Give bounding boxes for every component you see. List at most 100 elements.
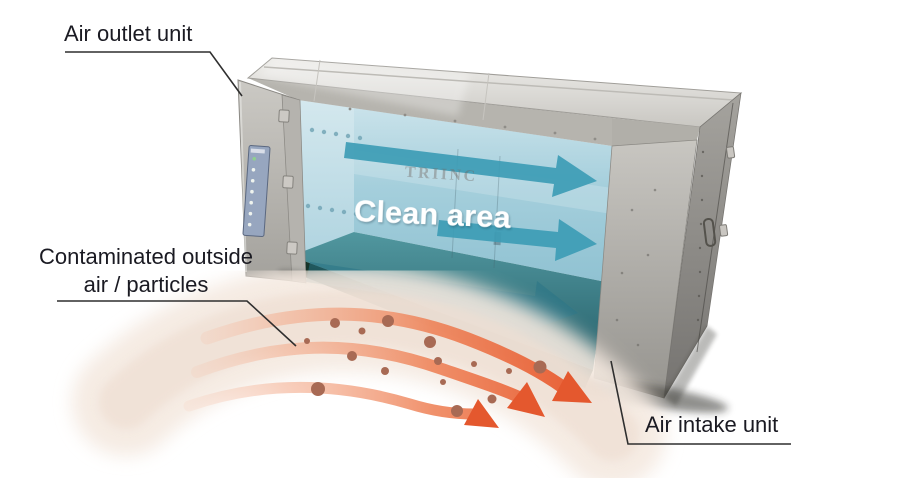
rivet-dot [696,318,700,322]
indicator-led [250,189,254,194]
rivet-dot [653,188,657,192]
particle-dot [304,338,310,344]
rivet-dot [701,150,705,154]
indicator-led [250,178,255,183]
door-rivet-column [696,150,705,322]
rivet-dot [345,133,351,139]
rivet-dot [348,107,352,111]
contaminated-label-line1: Contaminated outside [39,244,253,269]
hinge-icon [278,109,290,123]
rivet-dot [403,113,407,117]
indicator-led [251,167,256,172]
intake-top-fascia [612,118,700,146]
clean-airflow-arrow-icon [437,219,597,261]
particle-dot [487,394,497,404]
air-intake-unit [593,92,742,399]
rivet-dot [620,271,624,275]
particle-dot [506,368,512,374]
rivet-dot [698,270,702,274]
front-face-rivets [615,188,657,347]
particle-dot [358,327,366,335]
particle-dot [347,351,357,361]
air-intake-label: Air intake unit [645,412,778,437]
wall-rivet-dots [305,127,363,217]
particle-dot [311,382,325,396]
rivet-dot [636,343,640,347]
particle-dot [440,379,446,385]
interior-left-wall [291,100,354,256]
brand-watermark: TRIINC [404,164,478,185]
rivet-dot [593,137,597,141]
rivet-dot [305,203,311,209]
cabinet-roof [246,57,743,146]
rivet-dot [700,198,704,202]
hinge-icon [286,241,298,255]
contaminated-air-stream [72,263,666,478]
rivet-dot [333,131,339,137]
rivet-dot [321,129,327,135]
rivet-dot [453,119,457,123]
outlet-edge-highlight [239,81,247,273]
rivet-dot [700,174,704,178]
roof-seam [313,59,321,102]
air-outlet-unit [237,79,307,284]
roof-seam [263,66,734,101]
air-outlet-leader-line [65,51,243,97]
hinge-icon [719,224,729,237]
clean-area-label: Clean area [353,193,512,235]
control-panel [242,145,271,238]
rivet-dot [646,253,650,257]
particle-dots [304,315,547,417]
contaminated-arrowhead-icon [464,399,499,428]
roof-sheen [258,60,470,116]
unit-shadow-edge [664,326,717,406]
rivet-dot [317,205,323,211]
rivet-dot [341,209,347,215]
contaminated-arrowhead-icon [507,382,545,417]
indicator-led [252,156,257,161]
door-hinges [278,109,298,255]
hinge-icon [726,146,736,159]
rivet-dot [357,135,363,141]
rivet-dot [697,294,701,298]
rivet-dot [309,127,315,133]
rivet-dot [615,318,619,322]
contaminated-leader-line [57,300,297,347]
contaminated-arrow-shaft [191,341,525,403]
door-handle-icon [702,217,717,247]
clean-airflow-arrows [344,142,597,261]
rivet-dot [699,222,703,226]
air-outlet-label: Air outlet unit [64,21,192,46]
control-panel-label [250,148,265,154]
annotations: Air outlet unit Contaminated outside air… [39,21,791,445]
particle-dot [381,367,389,375]
rivet-dot [353,211,359,217]
indicator-led [247,222,252,227]
rivet-dot [503,125,507,129]
indicator-led [248,211,253,216]
roof-seam [482,72,490,121]
particle-dot [382,315,394,327]
contaminated-label-line2: air / particles [84,272,209,297]
roof-fascia [248,78,612,146]
clean-airflow-arrow-icon [344,142,597,197]
particle-dot [533,360,547,374]
fascia-rivets [348,107,597,141]
rivet-dot [553,131,557,135]
rivet-dot [630,208,634,212]
door-hinges [719,146,736,237]
particle-dot [451,405,463,417]
particle-dot [434,357,442,365]
particle-dot [471,361,477,367]
contaminated-arrowhead-icon [552,371,592,403]
indicator-led [249,200,253,205]
rivet-dot [698,246,702,250]
rivet-dot [329,207,335,213]
air-intake-leader-line [610,360,791,445]
contaminated-arrow-shaft [183,381,480,420]
hinge-icon [282,175,294,189]
contaminated-arrowheads [464,371,592,428]
door-seam [696,102,734,353]
particle-dot [330,318,340,328]
